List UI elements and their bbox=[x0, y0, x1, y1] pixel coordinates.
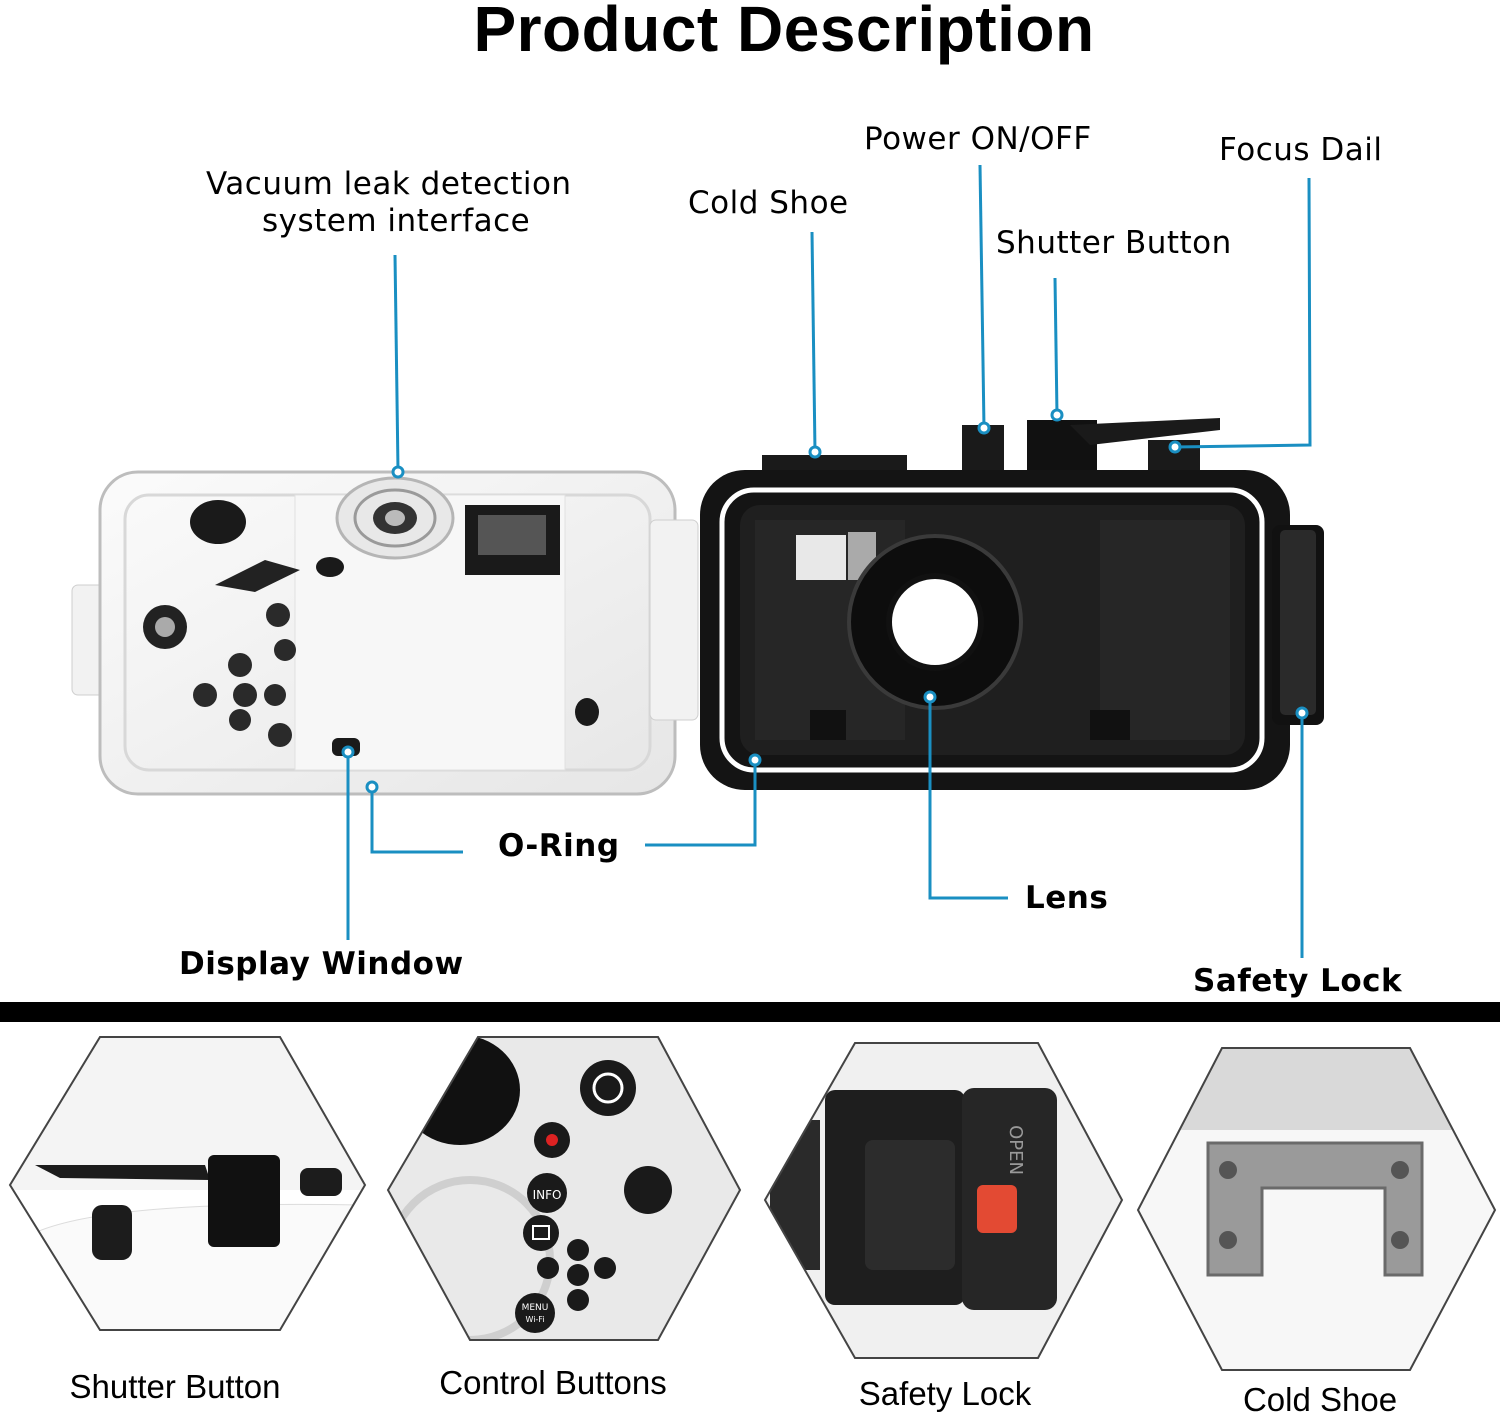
label-power: Power ON/OFF bbox=[864, 121, 1092, 157]
open-label: OPEN bbox=[1005, 1125, 1026, 1175]
housing-front-body bbox=[700, 418, 1324, 790]
info-button-label: INFO bbox=[533, 1188, 562, 1202]
label-cold-shoe: Cold Shoe bbox=[688, 185, 849, 221]
detail-controls: INFO MENU Wi-Fi bbox=[386, 1036, 742, 1341]
divider-bar bbox=[0, 1002, 1500, 1022]
detail-cold-shoe bbox=[1136, 1047, 1497, 1371]
label-shutter: Shutter Button bbox=[996, 225, 1232, 261]
label-display-window: Display Window bbox=[179, 946, 464, 982]
label-vacuum-line2: system interface bbox=[262, 203, 531, 239]
housing-back-panel bbox=[71, 470, 699, 796]
callout-dots bbox=[341, 408, 1309, 794]
menu-button-label: MENU bbox=[522, 1303, 549, 1313]
label-vacuum-line1: Vacuum leak detection bbox=[206, 166, 572, 202]
wifi-button-label: Wi-Fi bbox=[525, 1315, 544, 1324]
caption-shutter: Shutter Button bbox=[69, 1368, 281, 1405]
detail-shutter bbox=[8, 1036, 367, 1331]
label-lens: Lens bbox=[1025, 880, 1109, 916]
label-oring: O-Ring bbox=[498, 828, 620, 864]
caption-controls: Control Buttons bbox=[439, 1364, 667, 1401]
detail-safety-lock: OPEN bbox=[763, 1042, 1124, 1359]
page-title: Product Description bbox=[473, 0, 1095, 65]
caption-cold-shoe: Cold Shoe bbox=[1242, 1381, 1398, 1418]
caption-safety: Safety Lock bbox=[858, 1375, 1032, 1412]
label-safety-lock: Safety Lock bbox=[1193, 963, 1403, 999]
label-focus: Focus Dail bbox=[1219, 132, 1383, 168]
callout-lines bbox=[346, 164, 1312, 958]
